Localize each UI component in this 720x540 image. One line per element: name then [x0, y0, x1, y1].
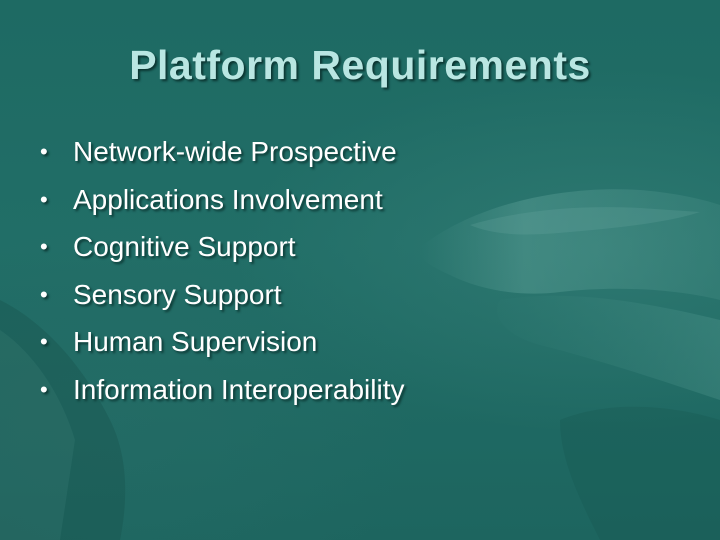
bullet-list: • Network-wide Prospective • Application…: [40, 128, 680, 413]
list-item: • Applications Involvement: [40, 176, 680, 224]
bullet-icon: •: [40, 234, 48, 259]
bullet-icon: •: [40, 376, 48, 402]
bullet-icon: •: [40, 329, 48, 354]
list-item: • Network-wide Prospective: [40, 128, 680, 176]
bullet-text: Sensory Support: [73, 278, 282, 310]
bullet-text: Information Interoperability: [73, 373, 405, 405]
bullet-text: Cognitive Support: [73, 231, 296, 262]
slide-title: Platform Requirements: [129, 42, 591, 88]
bullet-text: Applications Involvement: [73, 183, 383, 215]
list-item: • Information Interoperability: [40, 366, 680, 414]
bullet-icon: •: [40, 139, 48, 164]
bullet-icon: •: [40, 281, 48, 307]
bullet-text: Human Supervision: [73, 326, 318, 357]
bullet-icon: •: [40, 186, 48, 212]
list-item: • Human Supervision: [40, 318, 680, 366]
list-item: • Cognitive Support: [40, 223, 680, 271]
list-item: • Sensory Support: [40, 271, 680, 319]
bullet-text: Network-wide Prospective: [73, 136, 397, 167]
